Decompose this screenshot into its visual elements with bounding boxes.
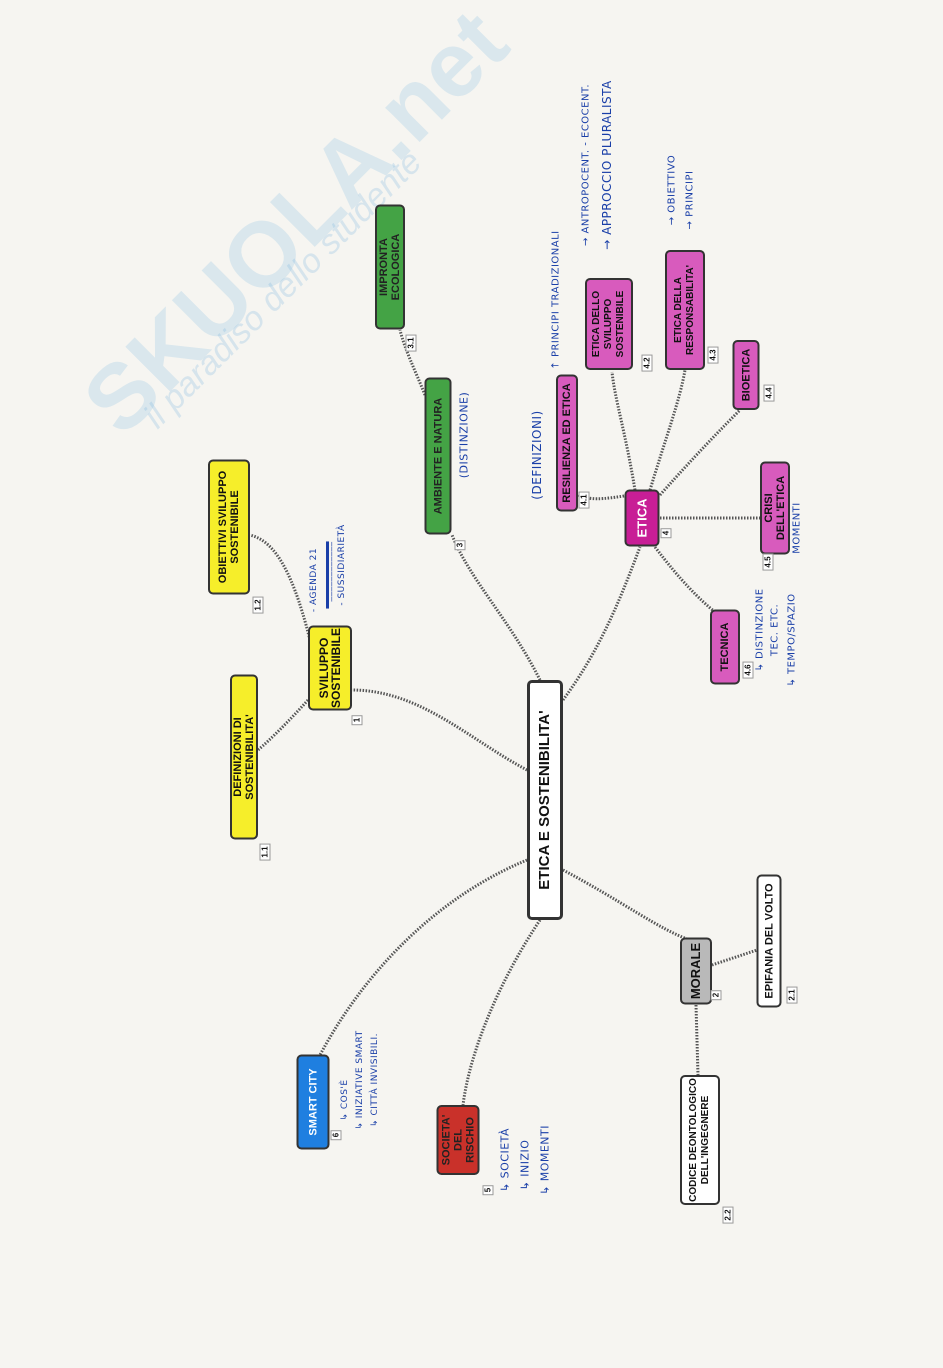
- handwritten-note-crossed: - ____________: [323, 541, 333, 609]
- handwritten-note: ↑ PRINCIPI TRADIZIONALI: [550, 230, 562, 370]
- node-definizioni[interactable]: DEFINIZIONI DI SOSTENIBILITA': [230, 674, 258, 840]
- node-number: 3.1: [405, 334, 417, 352]
- handwritten-note: ↳ TEMPO/SPAZIO: [786, 593, 798, 687]
- handwritten-note: ↳ CITTÀ INVISIBILI.: [370, 1033, 380, 1127]
- edge-etica-tecnica: [653, 546, 716, 614]
- handwritten-note: (DEFINIZIONI): [530, 410, 544, 500]
- node-etica-responsabilita[interactable]: ETICA DELLA RESPONSABILITA': [665, 250, 705, 370]
- edge-etica-eds: [610, 371, 637, 491]
- handwritten-note: (DISTINZIONE): [457, 391, 471, 479]
- node-number: 5: [482, 1184, 494, 1196]
- node-tecnica[interactable]: TECNICA: [710, 609, 740, 685]
- node-number: 4.2: [641, 354, 653, 372]
- node-morale[interactable]: MORALE: [680, 937, 712, 1005]
- node-societa-rischio[interactable]: SOCIETA' DEL RISCHIO: [436, 1105, 480, 1175]
- node-obiettivi[interactable]: OBIETTIVI SVILUPPO SOSTENIBILE: [208, 459, 250, 595]
- edge-etica-resilienza: [577, 493, 631, 501]
- node-sviluppo-sostenibile[interactable]: SVILUPPO SOSTENIBILE: [308, 625, 352, 711]
- node-number: 6: [330, 1129, 342, 1141]
- handwritten-note: MOMENTI: [791, 502, 803, 554]
- edge-central-sviluppo: [351, 688, 528, 772]
- handwritten-note: → ANTROPOCENT. - ECOCENT.: [580, 83, 592, 247]
- node-number: 4.4: [763, 384, 775, 402]
- edge-morale-codice: [694, 1004, 700, 1076]
- node-number: 4.5: [762, 553, 774, 571]
- node-codice-deontologico[interactable]: CODICE DEONTOLOGICO DELL'INGEGNERE: [680, 1075, 720, 1205]
- node-number: 1.2: [252, 596, 264, 614]
- node-number: 4: [660, 527, 672, 539]
- edge-central-societa: [461, 919, 542, 1106]
- central-node[interactable]: ETICA E SOSTENIBILITA': [527, 680, 563, 920]
- node-number: 2.2: [722, 1206, 734, 1224]
- node-number: 3: [454, 539, 466, 551]
- edge-etica-responsabilita: [648, 369, 687, 491]
- edge-sviluppo-definizioni: [257, 698, 310, 752]
- node-number: 4.1: [578, 491, 590, 509]
- node-epifania-volto[interactable]: EPIFANIA DEL VOLTO: [756, 874, 782, 1008]
- handwritten-note: ↳ INIZIO: [518, 1139, 532, 1191]
- node-etica-sviluppo-sostenibile[interactable]: ETICA DELLO SVILUPPO SOSTENIBILE: [585, 278, 633, 370]
- handwritten-note: ↳ INIZIATIVE SMART: [355, 1030, 365, 1130]
- handwritten-note: ↳ DISTINZIONE: [754, 588, 766, 672]
- node-number: 2: [710, 989, 722, 1001]
- handwritten-note: → APPROCCIO PLURALISTA: [600, 80, 614, 250]
- node-ambiente-natura[interactable]: AMBIENTE E NATURA: [424, 377, 452, 535]
- edge-etica-bioetica: [658, 408, 742, 496]
- edge-central-etica: [561, 546, 642, 701]
- handwritten-note: - SUSSIDIARIETÀ: [337, 524, 347, 606]
- edge-ambiente-impronta: [398, 329, 427, 396]
- node-number: 2.1: [786, 986, 798, 1004]
- node-etica[interactable]: ETICA: [624, 489, 660, 547]
- edge-central-ambiente: [450, 534, 542, 681]
- handwritten-note: ↳ COS'È: [340, 1079, 350, 1121]
- handwritten-note: - AGENDA 21: [309, 547, 319, 613]
- node-impronta-ecologica[interactable]: IMPRONTA ECOLOGICA: [375, 204, 405, 330]
- node-number: 1: [351, 714, 363, 726]
- edge-central-smart: [318, 858, 528, 1056]
- edge-morale-epifania: [711, 948, 758, 967]
- node-number: 4.6: [742, 661, 754, 679]
- node-number: 4.3: [707, 346, 719, 364]
- edge-sviluppo-obiettivi: [249, 533, 312, 641]
- node-number: 1.1: [259, 843, 271, 861]
- handwritten-note: ↳ MOMENTI: [538, 1125, 552, 1195]
- node-resilienza[interactable]: RESILIENZA ED ETICA: [556, 374, 578, 512]
- node-bioetica[interactable]: BIOETICA: [732, 340, 760, 410]
- edge-central-morale: [562, 868, 691, 942]
- node-smart-city[interactable]: SMART CITY: [296, 1054, 330, 1150]
- handwritten-note: TEC. ETC.: [769, 603, 781, 657]
- handwritten-note: ↳ SOCIETÀ: [498, 1127, 512, 1193]
- node-crisi-etica[interactable]: CRISI DELL'ETICA: [760, 461, 790, 555]
- handwritten-note: → PRINCIPI: [684, 170, 696, 230]
- handwritten-note: → OBIETTIVO: [666, 154, 678, 226]
